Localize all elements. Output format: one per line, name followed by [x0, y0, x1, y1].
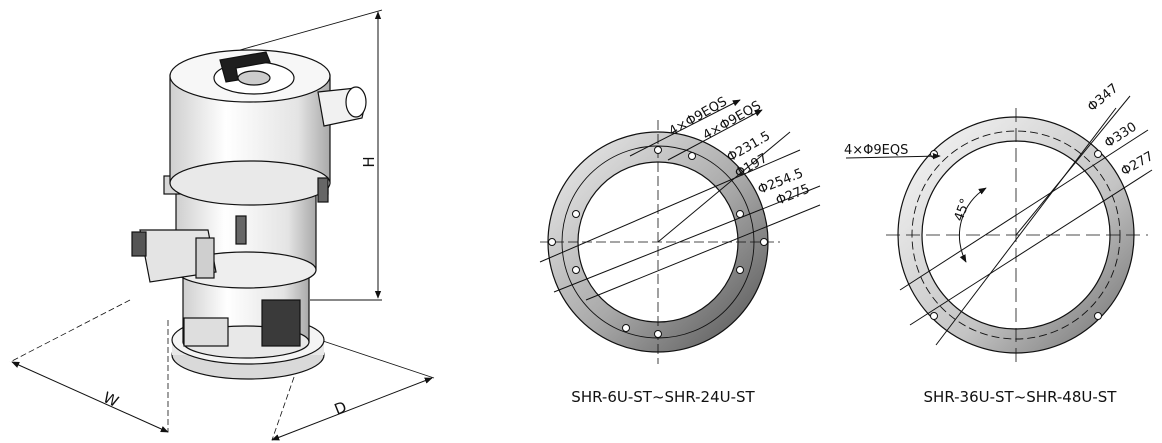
- large-angle-label: 45°: [952, 197, 974, 224]
- machine-height-label: H: [360, 156, 378, 167]
- flange-small-caption: SHR-6U-ST~SHR-24U-ST: [571, 388, 755, 406]
- flange-large: [845, 95, 1153, 365]
- flange-small: [539, 99, 821, 364]
- large-hole-label: 4×Φ9EQS: [844, 143, 908, 158]
- machine-width-label: W: [100, 388, 121, 411]
- flange-large-caption: SHR-36U-ST~SHR-48U-ST: [924, 388, 1118, 406]
- machine-dimension-lines: [9, 9, 435, 441]
- large-dia-330: Φ330: [1102, 120, 1140, 152]
- vacuum-loader-machine: [9, 9, 435, 441]
- large-dia-277: Φ277: [1119, 149, 1157, 180]
- large-dia-347: Φ347: [1085, 81, 1121, 115]
